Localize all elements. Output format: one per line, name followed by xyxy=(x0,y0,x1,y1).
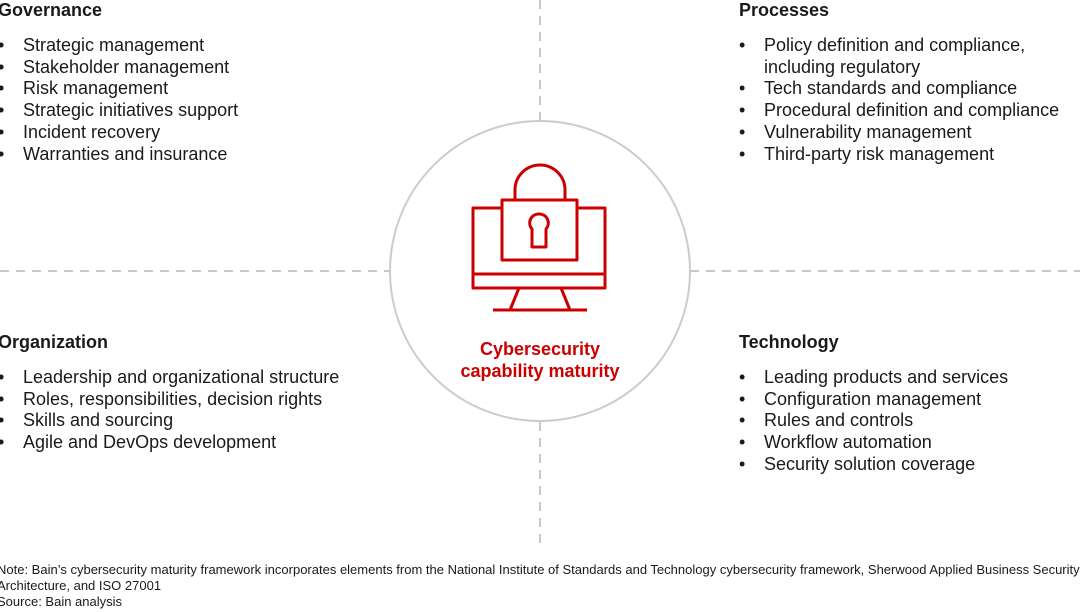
processes-section: Processes Policy definition and complian… xyxy=(739,0,1079,165)
center-label-line1: Cybersecurity xyxy=(479,339,601,359)
center-label: Cybersecurity capability maturity xyxy=(440,338,640,382)
technology-list: Leading products and servicesConfigurati… xyxy=(739,367,1008,476)
list-item: Skills and sourcing xyxy=(0,410,339,432)
center-circle xyxy=(389,120,691,422)
list-item: Policy definition and compliance, includ… xyxy=(739,35,1079,78)
governance-list: Strategic managementStakeholder manageme… xyxy=(0,35,238,165)
list-item: Vulnerability management xyxy=(739,122,1079,144)
list-item: Third-party risk management xyxy=(739,144,1079,166)
list-item: Procedural definition and compliance xyxy=(739,100,1079,122)
center-label-line2: capability maturity xyxy=(460,361,620,381)
footnotes: Note: Bain’s cybersecurity maturity fram… xyxy=(0,562,1080,610)
list-item: Configuration management xyxy=(739,389,1008,411)
organization-section: Organization Leadership and organization… xyxy=(0,332,339,454)
processes-list: Policy definition and compliance, includ… xyxy=(739,35,1079,165)
processes-title: Processes xyxy=(739,0,830,20)
organization-list: Leadership and organizational structureR… xyxy=(0,367,339,454)
technology-title: Technology xyxy=(739,332,839,352)
list-item: Leadership and organizational structure xyxy=(0,367,339,389)
list-item: Workflow automation xyxy=(739,432,1008,454)
technology-section: Technology Leading products and services… xyxy=(739,332,1008,476)
governance-section: Governance Strategic managementStakehold… xyxy=(0,0,238,165)
footnote-note: Note: Bain’s cybersecurity maturity fram… xyxy=(0,562,1080,593)
monitor-padlock-icon xyxy=(471,163,607,312)
list-item: Risk management xyxy=(0,78,238,100)
list-item: Security solution coverage xyxy=(739,454,1008,476)
list-item: Roles, responsibilities, decision rights xyxy=(0,389,339,411)
list-item: Incident recovery xyxy=(0,122,238,144)
list-item: Strategic initiatives support xyxy=(0,100,238,122)
list-item: Warranties and insurance xyxy=(0,144,238,166)
list-item: Tech standards and compliance xyxy=(739,78,1079,100)
governance-title: Governance xyxy=(0,0,103,20)
organization-title: Organization xyxy=(0,332,109,352)
list-item: Agile and DevOps development xyxy=(0,432,339,454)
list-item: Strategic management xyxy=(0,35,238,57)
footnote-source: Source: Bain analysis xyxy=(0,594,123,609)
list-item: Leading products and services xyxy=(739,367,1008,389)
list-item: Stakeholder management xyxy=(0,57,238,79)
list-item: Rules and controls xyxy=(739,410,1008,432)
